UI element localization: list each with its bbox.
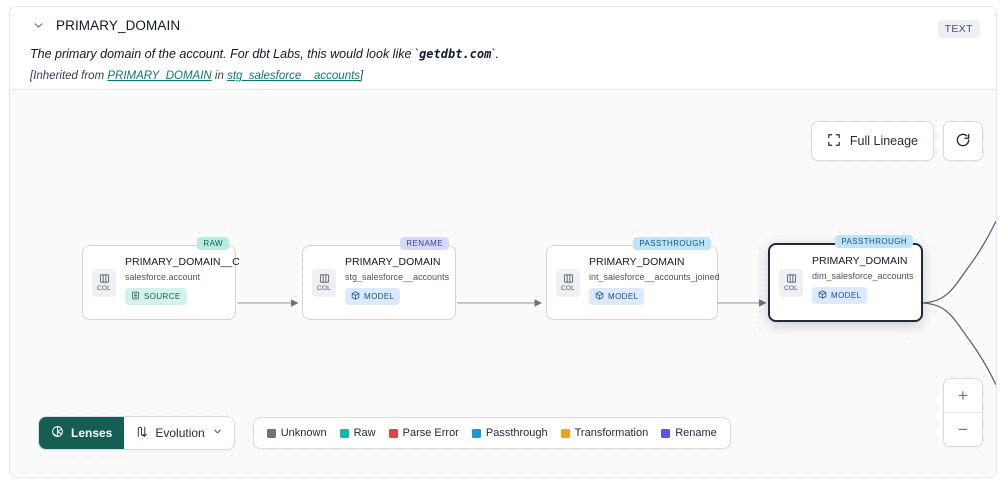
legend-swatch bbox=[471, 428, 481, 438]
node-body: PRIMARY_DOMAIN int_salesforce__accounts_… bbox=[589, 256, 720, 305]
zoom-in-button[interactable]: + bbox=[944, 379, 982, 413]
node-title: PRIMARY_DOMAIN bbox=[812, 255, 908, 267]
node-title: PRIMARY_DOMAIN bbox=[589, 256, 685, 268]
expand-corners-icon bbox=[827, 133, 841, 150]
node-tag-label: SOURCE bbox=[144, 291, 181, 301]
column-description: The primary domain of the account. For d… bbox=[30, 47, 499, 61]
node-title: PRIMARY_DOMAIN__C bbox=[125, 256, 240, 268]
columns-icon: COL bbox=[779, 268, 803, 297]
inherit-prefix: [Inherited from bbox=[30, 70, 108, 82]
columns-icon: COL bbox=[92, 268, 116, 297]
inherited-from-note: [Inherited from PRIMARY_DOMAIN in stg_sa… bbox=[30, 70, 363, 82]
inherited-model-link[interactable]: stg_salesforce__accounts bbox=[227, 70, 361, 82]
column-detail-card: PRIMARY_DOMAIN TEXT The primary domain o… bbox=[9, 6, 997, 478]
col-chip-label: COL bbox=[317, 285, 331, 292]
legend-item: Passthrough bbox=[471, 427, 548, 439]
refresh-button[interactable] bbox=[943, 121, 983, 161]
page-title: PRIMARY_DOMAIN bbox=[56, 17, 181, 33]
zoom-controls: + − bbox=[943, 378, 983, 447]
legend-label: Parse Error bbox=[402, 427, 459, 439]
canvas-bottom-toolbar: Lenses Evolution Unknown Raw bbox=[38, 416, 731, 450]
cube-icon bbox=[595, 291, 604, 302]
node-type-tag: MODEL bbox=[589, 288, 645, 305]
refresh-icon bbox=[955, 132, 971, 151]
node-classification-badge: RENAME bbox=[400, 237, 449, 250]
zoom-out-button[interactable]: − bbox=[958, 419, 968, 439]
description-pre: The primary domain of the account. For d… bbox=[30, 47, 420, 61]
node-body: PRIMARY_DOMAIN__C salesforce.account SOU… bbox=[125, 256, 240, 305]
aperture-icon bbox=[51, 425, 64, 441]
legend-item: Raw bbox=[339, 427, 376, 439]
node-tag-label: MODEL bbox=[364, 291, 395, 301]
node-type-tag: SOURCE bbox=[125, 288, 187, 305]
card-header: PRIMARY_DOMAIN TEXT The primary domain o… bbox=[10, 7, 996, 90]
lineage-canvas[interactable]: Full Lineage RAW COL P bbox=[10, 90, 996, 477]
legend-label: Rename bbox=[675, 427, 717, 439]
description-code: getdbt.com bbox=[419, 47, 492, 61]
chevron-down-icon[interactable] bbox=[30, 17, 46, 33]
columns-icon: COL bbox=[312, 268, 336, 297]
node-type-tag: MODEL bbox=[812, 287, 868, 304]
node-subtitle: int_salesforce__accounts_joined bbox=[589, 272, 720, 282]
type-badge: TEXT bbox=[937, 20, 980, 38]
legend-swatch bbox=[560, 428, 570, 438]
lineage-node[interactable]: PASSTHROUGH COL PRIMARY_DOMAIN int_sales… bbox=[546, 237, 720, 320]
evolution-dropdown[interactable]: Evolution bbox=[124, 417, 234, 449]
node-type-tag: MODEL bbox=[345, 288, 401, 305]
database-icon bbox=[131, 291, 140, 302]
legend-swatch bbox=[661, 428, 671, 438]
col-chip-label: COL bbox=[97, 285, 111, 292]
lineage-node[interactable]: RENAME COL PRIMARY_DOMAIN stg_salesforce… bbox=[302, 237, 456, 320]
node-classification-badge: PASSTHROUGH bbox=[835, 235, 913, 248]
node-title: PRIMARY_DOMAIN bbox=[345, 256, 441, 268]
legend-swatch bbox=[339, 428, 349, 438]
lineage-node-selected[interactable]: PASSTHROUGH COL PRIMARY_DOMAIN dim_sales… bbox=[768, 235, 923, 322]
evolution-label: Evolution bbox=[155, 426, 205, 440]
edge-out-lower bbox=[920, 302, 996, 386]
legend-item: Unknown bbox=[266, 427, 327, 439]
updown-arrow-icon bbox=[135, 425, 148, 441]
legend-label: Raw bbox=[353, 427, 376, 439]
inherit-mid: in bbox=[211, 70, 228, 82]
full-lineage-label: Full Lineage bbox=[849, 134, 918, 148]
node-tag-label: MODEL bbox=[608, 291, 639, 301]
legend-label: Passthrough bbox=[485, 427, 548, 439]
header-title-row: PRIMARY_DOMAIN bbox=[30, 17, 180, 33]
col-chip-label: COL bbox=[784, 285, 798, 292]
legend-label: Unknown bbox=[280, 427, 327, 439]
cube-icon bbox=[351, 291, 360, 302]
legend-item: Transformation bbox=[560, 427, 649, 439]
inherit-suffix: ] bbox=[360, 70, 364, 82]
node-body: PRIMARY_DOMAIN dim_salesforce_accounts M… bbox=[812, 255, 915, 304]
lenses-label: Lenses bbox=[71, 426, 113, 440]
node-classification-badge: PASSTHROUGH bbox=[633, 237, 711, 250]
chevron-down-icon bbox=[212, 426, 223, 440]
node-subtitle: dim_salesforce_accounts bbox=[812, 271, 914, 281]
description-post: `. bbox=[491, 47, 499, 61]
node-tag-label: MODEL bbox=[831, 290, 862, 300]
inherited-column-link[interactable]: PRIMARY_DOMAIN bbox=[107, 70, 212, 82]
lineage-node[interactable]: RAW COL PRIMARY_DOMAIN__C salesforce.acc… bbox=[82, 237, 240, 320]
full-lineage-button[interactable]: Full Lineage bbox=[810, 121, 934, 161]
legend-item: Rename bbox=[661, 427, 717, 439]
classification-legend: Unknown Raw Parse Error Passthrough Tran… bbox=[252, 417, 731, 449]
node-classification-badge: RAW bbox=[197, 237, 229, 250]
legend-label: Transformation bbox=[574, 427, 649, 439]
edge-out-upper bbox=[920, 220, 996, 304]
col-chip-label: COL bbox=[561, 285, 575, 292]
node-body: PRIMARY_DOMAIN stg_salesforce__accounts … bbox=[345, 256, 449, 305]
lenses-group: Lenses Evolution bbox=[38, 416, 235, 450]
cube-icon bbox=[818, 290, 827, 301]
columns-icon: COL bbox=[556, 268, 580, 297]
legend-swatch bbox=[388, 428, 398, 438]
canvas-top-controls: Full Lineage bbox=[810, 121, 983, 161]
node-subtitle: salesforce.account bbox=[125, 272, 201, 282]
node-subtitle: stg_salesforce__accounts bbox=[345, 272, 450, 282]
legend-item: Parse Error bbox=[388, 427, 459, 439]
lenses-button[interactable]: Lenses bbox=[39, 417, 125, 449]
legend-swatch bbox=[266, 428, 276, 438]
